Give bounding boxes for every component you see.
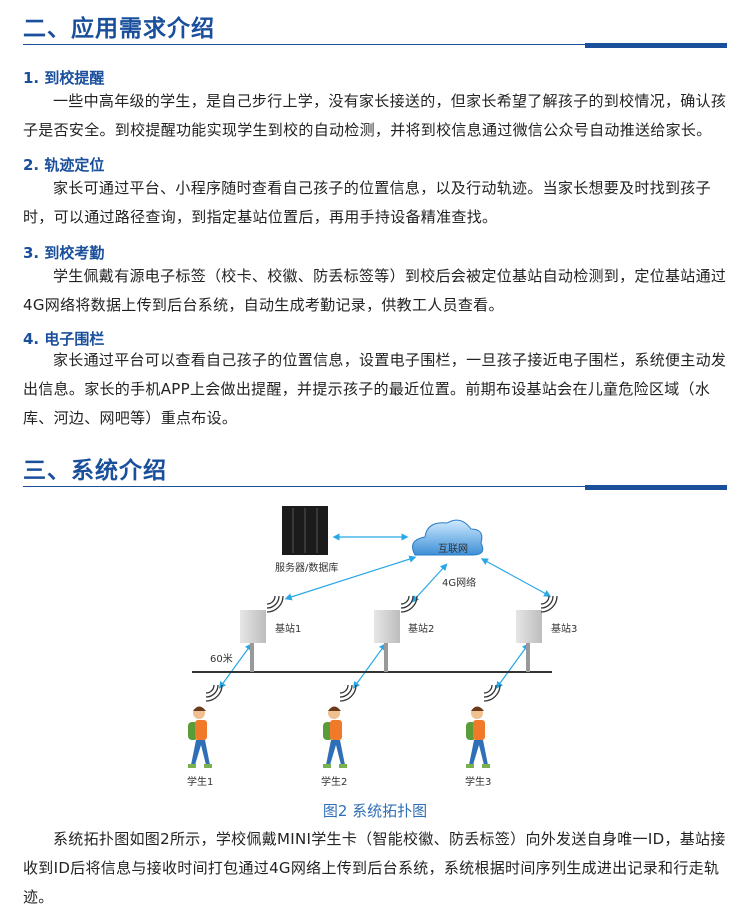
- title-rule: [23, 44, 727, 45]
- network-label: 4G网络: [442, 576, 476, 589]
- student-icon: [323, 684, 357, 768]
- section-title-requirements: 二、应用需求介绍: [23, 16, 215, 42]
- title-rule: [23, 486, 727, 487]
- system-description: 系统拓扑图如图2所示，学校佩戴MINI学生卡（智能校徽、防丢标签）向外发送自身唯…: [23, 830, 726, 906]
- student-icon: [466, 684, 501, 768]
- student-icon: [188, 684, 223, 768]
- topology-diagram: 服务器/数据库 互联网 4G网络 60米 基站1 基站2 基站3 学生1 学生2…: [187, 506, 577, 788]
- item-heading: 3. 到校考勤: [23, 244, 105, 262]
- title-accent-bar: [585, 43, 727, 48]
- cloud-label: 互联网: [438, 543, 468, 555]
- section-title-system: 三、系统介绍: [23, 458, 167, 484]
- connection-arrows: [218, 533, 552, 689]
- item-text: 学生佩戴有源电子标签（校卡、校徽、防丢标签等）到校后会被定位基站自动检测到，定位…: [23, 267, 727, 314]
- item-heading: 1. 到校提醒: [23, 69, 105, 87]
- server-label: 服务器/数据库: [275, 561, 338, 574]
- item-text: 一些中高年级的学生，是自己步行上学，没有家长接送的，但家长希望了解孩子的到校情况…: [23, 92, 727, 139]
- server-icon: [282, 506, 328, 555]
- item-text: 家长可通过平台、小程序随时查看自己孩子的位置信息，以及行动轨迹。当家长想要及时找…: [23, 179, 711, 226]
- student-label: 学生1: [187, 775, 213, 788]
- station-label: 基站3: [551, 622, 577, 635]
- item-heading: 2. 轨迹定位: [23, 156, 105, 174]
- distance-label: 60米: [210, 652, 233, 665]
- figure-caption: 图2 系统拓扑图: [322, 802, 428, 820]
- base-station-icon: [240, 595, 284, 672]
- student-label: 学生3: [465, 775, 491, 788]
- item-heading: 4. 电子围栏: [23, 330, 105, 348]
- cloud-icon: [412, 519, 484, 556]
- student-label: 学生2: [321, 775, 347, 788]
- station-label: 基站2: [408, 622, 434, 635]
- base-station-icon: [374, 595, 418, 672]
- item-text: 家长通过平台可以查看自己孩子的位置信息，设置电子围栏，一旦孩子接近电子围栏，系统…: [23, 351, 727, 427]
- station-label: 基站1: [275, 622, 301, 635]
- base-station-icon: [516, 595, 558, 672]
- title-accent-bar: [585, 485, 727, 490]
